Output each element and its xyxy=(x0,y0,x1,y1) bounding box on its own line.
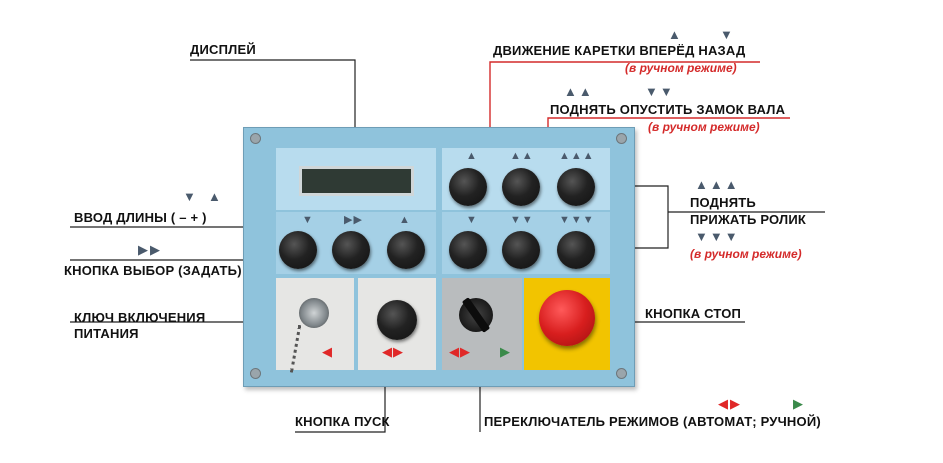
label-mode-switch: ПЕРЕКЛЮЧАТЕЛЬ РЕЖИМОВ (АВТОМАТ; РУЧНОЙ) xyxy=(484,414,821,429)
roller-down-button[interactable] xyxy=(557,231,595,269)
arrow-up-icon: ▲ xyxy=(668,27,683,42)
arrow-left-right-icon: ◀▶ xyxy=(718,396,742,411)
shaft-lock-down-button[interactable] xyxy=(502,231,540,269)
label-power-key-1: КЛЮЧ ВКЛЮЧЕНИЯ xyxy=(74,310,206,325)
triple-arrow-down-icon: ▼▼▼ xyxy=(695,229,740,244)
arrow-down-icon: ▼ xyxy=(302,214,314,226)
label-stop-button: КНОПКА СТОП xyxy=(645,306,742,321)
arrow-up-icon: ▲ xyxy=(399,214,411,226)
roller-up-button[interactable] xyxy=(557,168,595,206)
triple-arrow-up-icon: ▲▲▲ xyxy=(559,150,595,162)
double-arrow-up-icon: ▲▲ xyxy=(510,150,534,162)
play-icon: ▶▶ xyxy=(344,214,363,226)
screw-icon xyxy=(616,133,627,144)
label-length-input: ВВОД ДЛИНЫ ( – + ) xyxy=(74,210,207,225)
screw-icon xyxy=(616,368,627,379)
mode-selector[interactable] xyxy=(459,297,493,333)
double-arrow-down-icon: ▼▼ xyxy=(510,214,534,226)
double-arrow-up-icon: ▲▲ xyxy=(564,84,594,99)
carriage-back-button[interactable] xyxy=(449,231,487,269)
length-minus-button[interactable] xyxy=(279,231,317,269)
double-arrow-down-icon: ▼▼ xyxy=(645,84,675,99)
control-panel: ▼ ▶▶ ▲ ▲ ▲▲ ▲▲▲ ▼ ▼▼ ▼▼▼ ◀ ◀▶ ◀▶ ▶ xyxy=(243,127,635,387)
label-display: ДИСПЛЕЙ xyxy=(190,42,256,57)
play-icon: ▶▶ xyxy=(138,242,162,257)
arrow-right-icon: ▶ xyxy=(500,344,511,359)
label-select-button: КНОПКА ВЫБОР (ЗАДАТЬ) xyxy=(64,263,242,278)
arrow-up-icon: ▲ xyxy=(466,150,478,162)
label-carriage: ДВИЖЕНИЕ КАРЕТКИ ВПЕРЁД НАЗАД xyxy=(493,43,746,58)
shaft-lock-up-button[interactable] xyxy=(502,168,540,206)
label-start-button: КНОПКА ПУСК xyxy=(295,414,390,429)
display-screen xyxy=(299,166,414,196)
label-carriage-note: (в ручном режиме) xyxy=(625,61,737,75)
carriage-forward-button[interactable] xyxy=(449,168,487,206)
label-roller-2: ПРИЖАТЬ РОЛИК xyxy=(690,212,807,227)
triple-arrow-down-icon: ▼▼▼ xyxy=(559,214,595,226)
arrow-left-right-icon: ◀▶ xyxy=(449,344,471,359)
key-switch[interactable] xyxy=(299,298,329,328)
arrow-down-icon: ▼ xyxy=(183,189,198,204)
arrow-left-icon: ◀ xyxy=(322,344,333,359)
start-button[interactable] xyxy=(377,300,417,340)
arrow-up-icon: ▲ xyxy=(208,189,223,204)
triple-arrow-up-icon: ▲▲▲ xyxy=(695,177,740,192)
select-button[interactable] xyxy=(332,231,370,269)
label-roller-note: (в ручном режиме) xyxy=(690,247,802,261)
label-power-key-2: ПИТАНИЯ xyxy=(74,326,139,341)
label-shaft-lock-note: (в ручном режиме) xyxy=(648,120,760,134)
stop-button[interactable] xyxy=(539,290,595,346)
screw-icon xyxy=(250,368,261,379)
arrow-down-icon: ▼ xyxy=(720,27,735,42)
arrow-right-icon: ▶ xyxy=(793,396,805,411)
screw-icon xyxy=(250,133,261,144)
arrow-down-icon: ▼ xyxy=(466,214,478,226)
label-shaft-lock: ПОДНЯТЬ ОПУСТИТЬ ЗАМОК ВАЛА xyxy=(550,102,786,117)
length-plus-button[interactable] xyxy=(387,231,425,269)
arrow-left-right-icon: ◀▶ xyxy=(382,344,404,359)
label-roller-1: ПОДНЯТЬ xyxy=(690,195,756,210)
